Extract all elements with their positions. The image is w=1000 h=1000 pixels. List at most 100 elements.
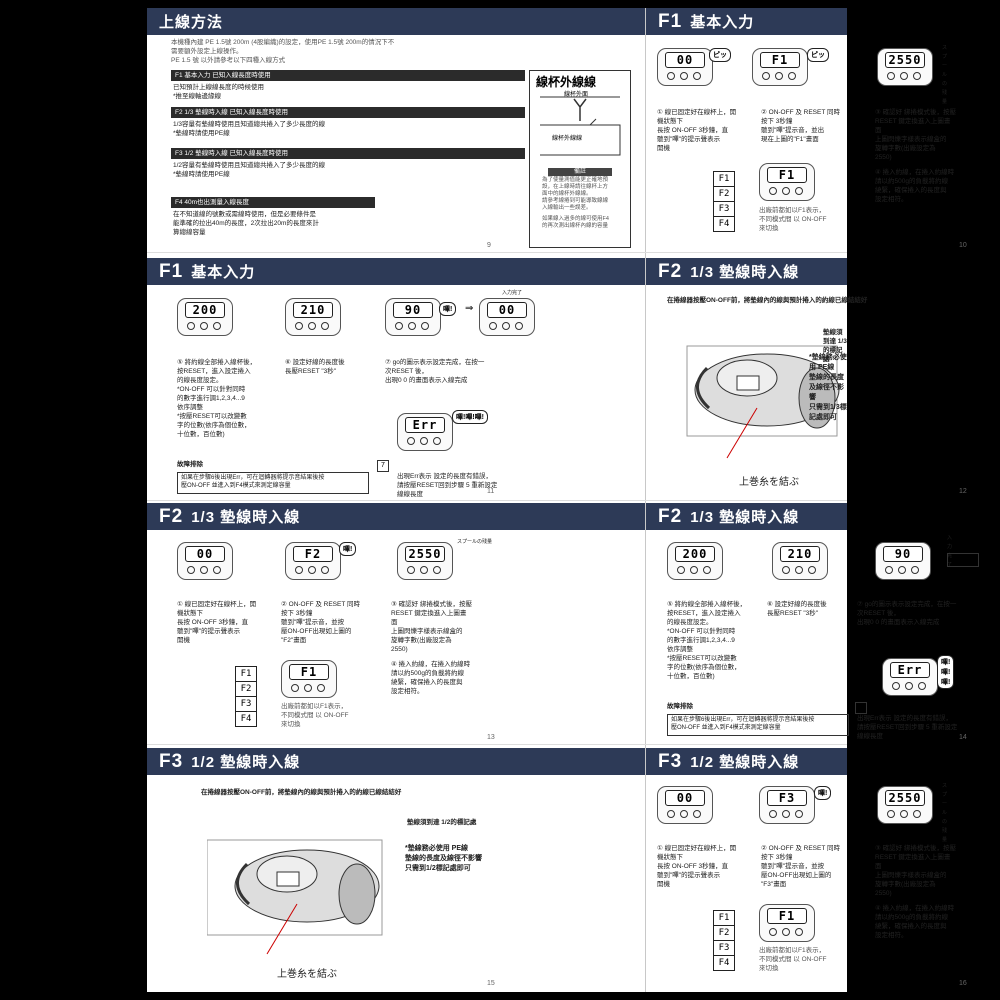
text-line: 來切換 — [759, 965, 779, 972]
text-line: 1/3容量有墊線時使用且知道總共捲入了多少長度的線 — [173, 121, 326, 128]
text-line: *按壓RESET可以改變數 — [667, 655, 737, 662]
text-line: 聽到"嗶"的提示聲表示 — [657, 136, 721, 143]
text-line: ④ 捲入約線，在捲入約線時 — [875, 169, 955, 176]
f2-section-text: 1/3容量有墊線時使用且知道總共捲入了多少長度的線 *墊線時請使用PE線 — [173, 120, 325, 138]
lcd-device: 2550 — [397, 542, 453, 580]
text-line: 請以約500g的負載將約線 — [875, 914, 948, 921]
lcd-display: F1 — [767, 167, 807, 183]
header-code: F1 — [658, 10, 683, 32]
done-label: 入力完了 — [502, 290, 523, 296]
mode-item: F2 — [236, 682, 256, 697]
lcd-device: F1 — [752, 48, 808, 86]
step-5-text: ⑤ 將約線全部捲入線杯後，按RESET，進入設定捲入的線長度設定。*ON-OFF… — [667, 600, 777, 681]
text-line: 已知預計上線線長度的時候使用 — [173, 84, 264, 91]
intro-line: 本機種內建 PE 1.5號 200m (4股編織)的設定，使用PE 1.5號 2… — [171, 39, 395, 46]
text-line: 長按 ON-OFF 3秒鐘，直 — [657, 863, 729, 870]
step-1-text: ① 線已固定好在線杯上，開機狀態下長按 ON-OFF 3秒鐘，直聽到"嗶"的提示… — [177, 600, 269, 645]
note-line: 設，在上線時請往線杯上方 — [542, 184, 609, 190]
text-line: 繞緊，確保捲入的長度與 — [875, 923, 947, 930]
header-code: F2 — [658, 260, 683, 282]
spool-label: スプールの残量 — [457, 539, 493, 545]
lcd-display: 210 — [293, 302, 333, 318]
page-number: 12 — [959, 488, 967, 495]
callout-note: *墊線務必使用 PE線墊線的長度及線徑不影響只需到1/2標記處即可 — [405, 844, 482, 874]
beep-bubble: 嗶!嗶!嗶! — [937, 655, 955, 689]
err-note: 出現Err表示 設定的長度有錯誤，請按壓RESET回到步驟 5 重新設定線線長度 — [857, 714, 987, 741]
beep-bubble: ピッ — [807, 48, 829, 62]
text-line: ⑥ 設定好線的長度後 — [285, 359, 345, 366]
lcd-display: F2 — [293, 546, 333, 562]
text-line: ③ 確認好 綁捲模式後，按壓 — [391, 601, 472, 608]
text-line: 長按 ON-OFF 3秒鐘，直 — [657, 127, 729, 134]
note-line: 面中的線杯外線線。 — [542, 191, 592, 197]
text-line: ② ON-OFF 及 RESET 同時 — [761, 845, 841, 852]
text-line: 按下 3秒鐘 — [761, 118, 793, 125]
page-number: 10 — [959, 242, 967, 249]
text-line: RESET 鍵定換進入上圖畫 — [875, 854, 951, 861]
row-divider — [147, 500, 847, 501]
text-line: 2550) — [391, 646, 408, 653]
lcd-device: 2550 — [877, 48, 933, 86]
text-line: 的數字進行調1,2,3,4...9 — [177, 395, 245, 402]
text-line: 繞緊，確保捲入的長度與 — [391, 679, 463, 686]
lcd-display: 00 — [185, 546, 225, 562]
page-number: 16 — [959, 980, 967, 987]
text-line: 依序調整 — [667, 646, 693, 653]
text-line: ③ 確認好 綁捲模式後，按壓 — [875, 109, 956, 116]
lcd-device: F1 — [281, 660, 337, 698]
text-line: 不同模式間 以 ON-OFF — [281, 712, 349, 719]
lcd-device: Err — [397, 413, 453, 451]
text-line: 1/2容量有墊線時使用且知道總共捲入了多少長度的線 — [173, 162, 326, 169]
note-line: 入線輸出一些誤差。 — [542, 205, 592, 211]
illustration-caption: 上巻糸を結ぶ — [277, 969, 337, 980]
text-line: 出廠前都如以F1表示， — [759, 947, 826, 954]
troubleshoot-box: 如果在步驟6後出現Err，可在迴轉器將提示音結果後按壓ON-OFF 並進入到F4… — [667, 714, 849, 736]
page-12-title: 1/3 墊線時入線 — [690, 263, 800, 281]
text-line: *ON-OFF 可以針對同時 — [177, 386, 246, 393]
page-11-title: 基本入力 — [191, 263, 256, 281]
text-line: 出現0 0 的畫面表示入線完成 — [385, 377, 468, 384]
page-number: 15 — [487, 980, 495, 987]
text-line: 2550) — [875, 154, 892, 161]
text-line: 設定相符。 — [875, 932, 908, 939]
text-line: 壓ON-OFF 並進入到F4模式來測定線容量 — [671, 725, 781, 731]
beep-bubble: 嗶! — [439, 302, 457, 316]
lcd-device: 90 — [385, 298, 441, 336]
step-6-text: ⑥ 設定好線的長度後長壓RESET "3秒" — [285, 358, 375, 376]
lcd-device: 210 — [772, 542, 828, 580]
lcd-device: 00 — [479, 298, 535, 336]
lcd-device: 00 — [657, 786, 713, 824]
text-line: *推至線軸邊緣線 — [173, 93, 222, 100]
callout-text: 墊線須到達 1/2的標記處 — [407, 819, 477, 826]
step-marker: 7 — [377, 460, 389, 472]
text-line: "F3"畫面 — [761, 881, 787, 888]
text-line: 設定相符。 — [391, 688, 424, 695]
lcd-display: F3 — [767, 790, 807, 806]
text-line: 只需到1/2標記處即可 — [405, 865, 471, 872]
step-4-text: ④ 捲入約線，在捲入約線時請以約500g的負載將約線繞緊，確保捲入的長度與設定相… — [875, 168, 980, 204]
step-1-text: ① 線已固定好在線杯上，開機狀態下長按 ON-OFF 3秒鐘，直聽到"嗶"的提示… — [657, 108, 749, 153]
lcd-display: 2550 — [405, 546, 445, 562]
row-divider — [147, 252, 847, 253]
text-line: 的線長度設定。 — [667, 619, 713, 626]
text-line: 線線長度 — [397, 491, 423, 498]
text-line: ⑦ go的圖示表示設定完成，在按一 — [857, 601, 957, 608]
text-line: 出現Err表示 設定的長度有錯誤， — [857, 715, 952, 722]
lcd-device: 90 — [875, 542, 931, 580]
mode-item: F2 — [714, 187, 734, 202]
spool-label: スプールの残量 — [942, 45, 948, 105]
text-line: 墊線的長度及線徑不影響 — [809, 374, 844, 401]
step-1-text: ① 線已固定好在線杯上，開機狀態下長按 ON-OFF 3秒鐘，直聽到"嗶"的提示… — [657, 844, 749, 889]
beep-bubble: 嗶! — [339, 542, 357, 556]
text-line: 面 — [875, 127, 882, 134]
illustration-caption: 上巻糸を結ぶ — [739, 477, 799, 488]
text-line: 的數字進行調1,2,3,4...9 — [667, 637, 735, 644]
text-line: ⑤ 將約線全部捲入線杯後， — [177, 359, 257, 366]
